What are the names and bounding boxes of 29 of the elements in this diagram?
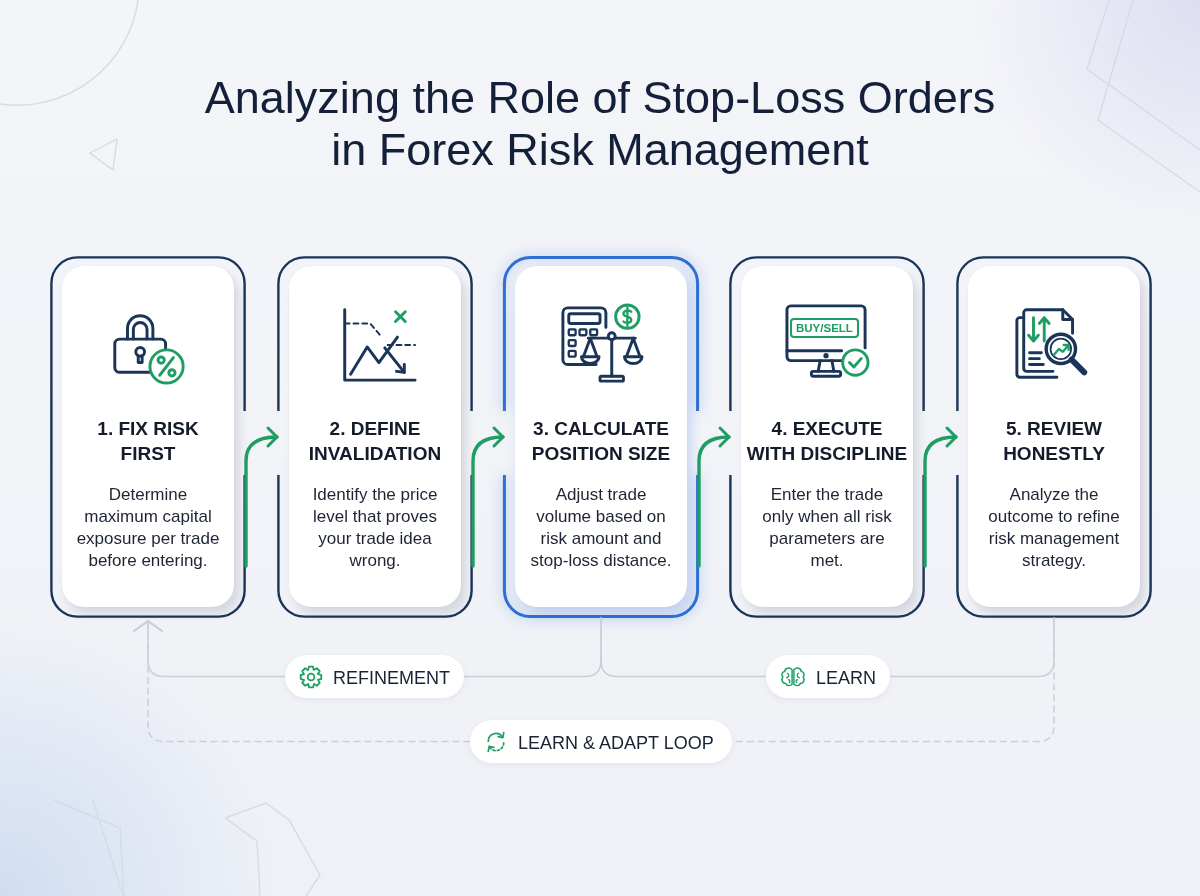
step-card — [956, 256, 1152, 618]
arrow — [244, 426, 279, 568]
step-card — [503, 256, 699, 618]
label-pill — [766, 655, 890, 698]
dashed-arrow — [133, 620, 471, 743]
arrow — [471, 426, 505, 568]
label-pill — [285, 655, 464, 698]
step-title: 4. EXECUTE WITH DISCIPLINE — [746, 417, 908, 466]
pill-label: LEARN — [816, 666, 877, 689]
step-title: 1. FIX RISK FIRST — [96, 417, 200, 466]
step-title: 2. DEFINE INVALIDATION — [307, 417, 443, 466]
step-title: 3. CALCULATE POSITION SIZE — [530, 417, 672, 466]
step-title: 5. REVIEW HONESTLY — [1002, 417, 1106, 466]
step-card — [50, 256, 246, 618]
connector-line — [600, 617, 767, 678]
step-card — [277, 256, 473, 618]
title: Analyzing the Role of Stop-Loss Orders in Forex Risk Management — [203, 72, 997, 176]
step-description: Identify the price level that proves your trade idea wrong. — [311, 484, 439, 572]
step-card — [729, 256, 925, 618]
pill-label: REFINEMENT — [333, 666, 450, 689]
label-pill — [470, 720, 732, 763]
step-description: Determine maximum capital exposure per trade before entering. — [75, 484, 221, 572]
step-description: Enter the trade only when all risk parameters are met. — [761, 484, 893, 572]
arrow — [923, 426, 958, 568]
arrow — [697, 426, 731, 568]
screen-tag: BUY/SELL — [790, 318, 859, 338]
step-description: Adjust trade volume based on risk amount and stop-loss distance. — [529, 484, 673, 572]
step-description: Analyze the outcome to refine risk management strategy. — [987, 484, 1121, 572]
pill-label: LEARN & ADAPT LOOP — [518, 731, 714, 754]
